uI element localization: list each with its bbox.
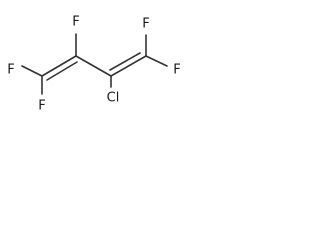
atom-label-f-right: F (173, 63, 180, 78)
molecule-drawing: F F F F F Cl (7, 15, 180, 114)
atom-label-f-left: F (7, 63, 14, 78)
bond-c3-c4-double-a (110, 55, 147, 77)
bonds (21, 33, 168, 95)
atom-label-cl: Cl (107, 91, 120, 106)
bond-c1-c2-double-b (46, 61, 78, 81)
structure-diagram: F F F F F Cl (0, 0, 188, 118)
bond-c1-f-upper (21, 65, 43, 77)
atom-label-f-top: F (72, 15, 79, 30)
bond-c3-c4-double-b (109, 52, 141, 71)
bond-c2-c3 (75, 55, 112, 77)
atom-labels: F F F F F Cl (7, 15, 180, 114)
bond-c1-c2-double-a (41, 55, 77, 77)
bond-c4-f-right (145, 55, 168, 67)
atom-label-f-top-right: F (142, 17, 149, 32)
atom-label-f-bottom-left: F (38, 99, 45, 114)
